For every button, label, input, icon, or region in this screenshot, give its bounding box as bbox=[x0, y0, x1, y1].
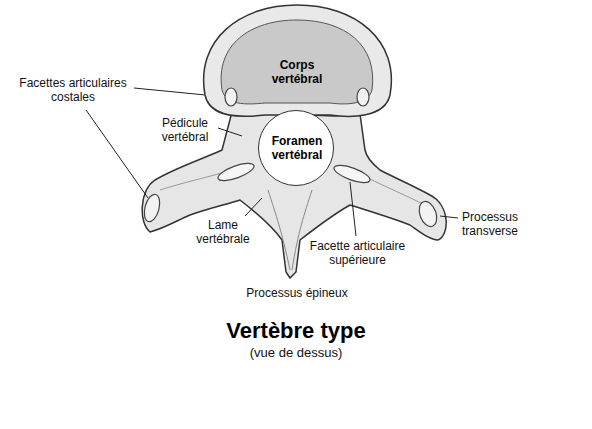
diagram-caption: (vue de dessus) bbox=[0, 345, 592, 361]
part-label: Facettes articulaires costales bbox=[8, 76, 138, 104]
part-label: Facette articulaire supérieure bbox=[300, 239, 415, 267]
part-label: Lame vertébrale bbox=[190, 218, 256, 246]
part-label: Processus épineux bbox=[220, 286, 374, 300]
node-text: Foramen vertébral bbox=[259, 134, 335, 162]
node-text: Corps vertébral bbox=[257, 58, 337, 86]
part-label: Processus transverse bbox=[462, 210, 538, 238]
part-label: Pédicule vertébral bbox=[150, 116, 220, 144]
vertebral-body: Corps vertébral bbox=[195, 3, 395, 123]
diagram-title: Vertèbre type bbox=[0, 318, 592, 344]
vertebral-foramen: Foramen vertébral bbox=[258, 110, 334, 186]
